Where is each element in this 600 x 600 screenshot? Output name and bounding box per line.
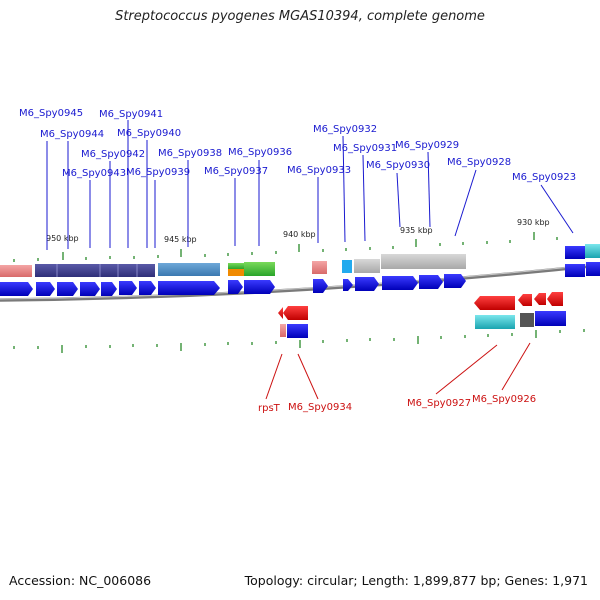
forward-cog-bars [0, 244, 600, 277]
gene-label-m6-spy0926: M6_Spy0926 [472, 394, 536, 405]
reverse-gene-labels: rpsT M6_Spy0934 M6_Spy0927 M6_Spy0926 [258, 394, 536, 414]
map-title: Streptococcus pyogenes MGAS10394, comple… [115, 9, 485, 24]
kbp-label-930: 930 kbp [517, 218, 550, 227]
kbp-label-950: 950 kbp [46, 234, 79, 243]
kbp-label-935: 935 kbp [400, 226, 433, 235]
genome-summary-text: Topology: circular; Length: 1,899,877 bp… [244, 573, 588, 588]
kbp-label-945: 945 kbp [164, 235, 197, 244]
forward-gene-labels: M6_Spy0945 M6_Spy0944 M6_Spy0941 M6_Spy0… [19, 108, 576, 183]
gene-label-m6-spy0933: M6_Spy0933 [287, 165, 351, 176]
gene-label-m6-spy0943: M6_Spy0943 [62, 168, 126, 179]
gene-label-m6-spy0937: M6_Spy0937 [204, 166, 268, 177]
gene-label-m6-spy0941: M6_Spy0941 [99, 109, 163, 120]
gene-label-m6-spy0936: M6_Spy0936 [228, 147, 292, 158]
forward-leader-lines [46, 120, 574, 250]
reverse-gene-arrows [278, 292, 566, 338]
gene-label-m6-spy0931: M6_Spy0931 [333, 143, 397, 154]
gene-label-m6-spy0930: M6_Spy0930 [366, 160, 430, 171]
gene-label-m6-spy0923: M6_Spy0923 [512, 172, 576, 183]
gene-label-m6-spy0940: M6_Spy0940 [117, 128, 181, 139]
gene-label-m6-spy0939: M6_Spy0939 [126, 167, 190, 178]
gene-label-m6-spy0929: M6_Spy0929 [395, 140, 459, 151]
gene-label-m6-spy0932: M6_Spy0932 [313, 124, 377, 135]
accession-text: Accession: NC_006086 [9, 573, 152, 588]
forward-gene-arrows [0, 246, 600, 296]
upper-tick-row [13, 232, 558, 262]
gene-label-m6-spy0928: M6_Spy0928 [447, 157, 511, 168]
gene-label-m6-spy0927: M6_Spy0927 [407, 398, 471, 409]
gene-label-m6-spy0938: M6_Spy0938 [158, 148, 222, 159]
kbp-label-940: 940 kbp [283, 230, 316, 239]
gene-label-m6-spy0944: M6_Spy0944 [40, 129, 104, 140]
gene-label-rpst: rpsT [258, 403, 281, 414]
genome-backbone [0, 263, 600, 302]
lower-tick-row [13, 329, 585, 353]
gene-label-m6-spy0945: M6_Spy0945 [19, 108, 83, 119]
gene-label-m6-spy0942: M6_Spy0942 [81, 149, 145, 160]
gene-label-m6-spy0934: M6_Spy0934 [288, 402, 352, 413]
reverse-leader-lines [265, 342, 531, 400]
